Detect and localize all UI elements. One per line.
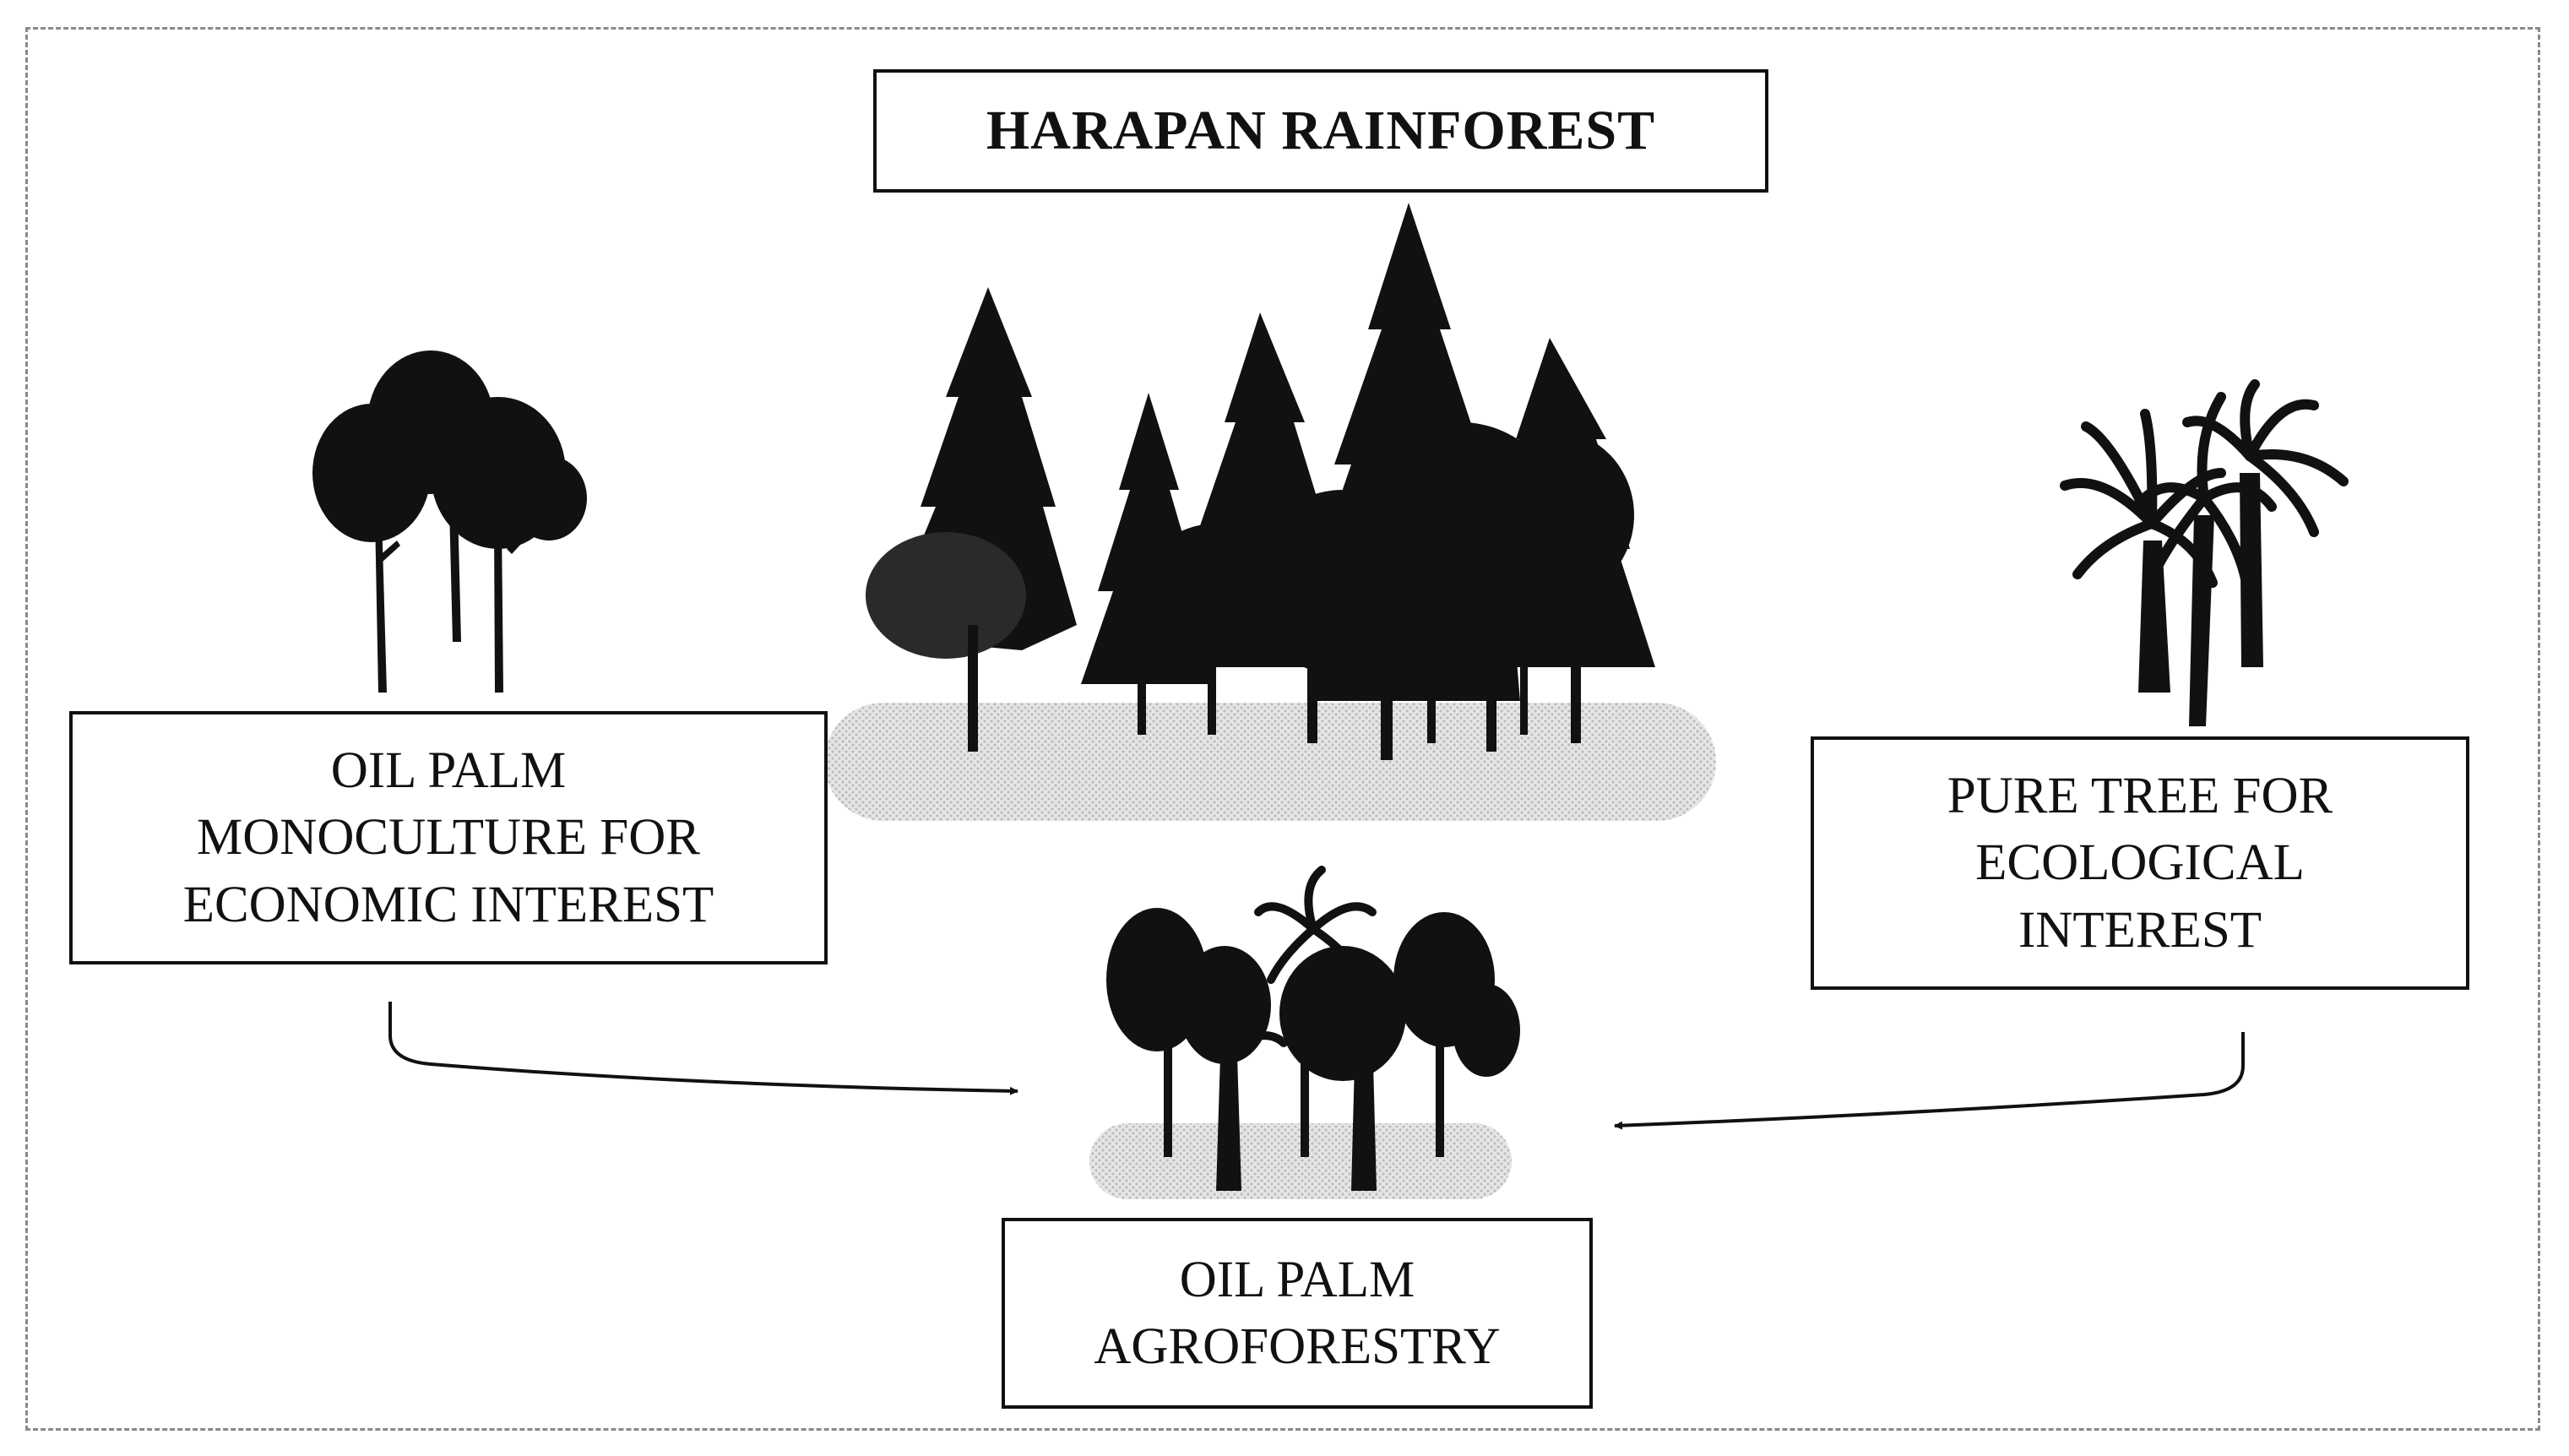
diagram-title: HARAPAN RAINFOREST [986, 100, 1656, 162]
agroforestry-ground [1089, 1123, 1512, 1199]
node-agroforestry: OIL PALM AGROFORESTRY [1002, 1218, 1593, 1409]
node-monoculture-label: OIL PALM MONOCULTURE FOR ECONOMIC INTERE… [182, 742, 714, 933]
mixed-trees-icon [1089, 866, 1520, 1199]
arrow-pure-tree-to-agroforestry [1614, 1032, 2245, 1130]
node-pure-tree-label: PURE TREE FOR ECOLOGICAL INTEREST [1947, 768, 2333, 959]
arrow-monoculture-to-agroforestry [388, 1002, 1018, 1095]
broadleaf-trees-icon [312, 350, 587, 693]
node-monoculture: OIL PALM MONOCULTURE FOR ECONOMIC INTERE… [69, 711, 828, 964]
palm-trees-icon [2060, 379, 2349, 726]
rainforest-ground [824, 703, 1716, 821]
node-pure-tree: PURE TREE FOR ECOLOGICAL INTEREST [1811, 736, 2469, 990]
title-box: HARAPAN RAINFOREST [873, 69, 1768, 193]
rainforest-trees-icon [824, 203, 1716, 821]
diagram-frame [25, 27, 2540, 1431]
node-agroforestry-label: OIL PALM AGROFORESTRY [1094, 1251, 1501, 1375]
